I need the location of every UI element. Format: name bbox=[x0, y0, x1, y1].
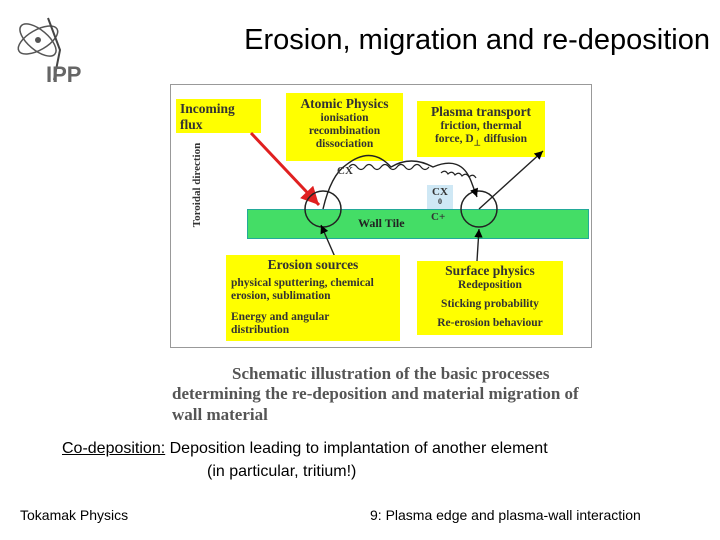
erosion-site-2 bbox=[460, 190, 498, 228]
wall-tile: Wall Tile bbox=[247, 209, 589, 239]
erosion-line-1: physical sputtering, chemical bbox=[231, 277, 374, 289]
atomic-physics-box: Atomic Physics ionisation recombination … bbox=[286, 93, 403, 161]
migration-path bbox=[322, 154, 478, 210]
helix-path bbox=[348, 163, 430, 171]
logo-text: IPP bbox=[46, 62, 81, 87]
erosion-line-2: erosion, sublimation bbox=[231, 289, 331, 302]
schematic-diagram: Incoming flux Atomic Physics ionisation … bbox=[170, 84, 592, 348]
codeposition-text-1: Deposition leading to implantation of an… bbox=[165, 440, 548, 457]
diagram-caption: Schematic illustration of the basic proc… bbox=[172, 364, 590, 425]
wall-tile-label: Wall Tile bbox=[358, 216, 405, 230]
c-plus-label: C+ bbox=[431, 211, 446, 223]
erosion-source-arrow bbox=[320, 224, 336, 258]
process-arrows bbox=[249, 131, 544, 262]
helix-path-2 bbox=[440, 170, 477, 179]
footer-left: Tokamak Physics bbox=[20, 507, 129, 523]
incoming-flux-box: Incoming flux bbox=[176, 99, 261, 133]
codeposition-keyword: Co-deposition: bbox=[62, 440, 166, 457]
plasma-line-2: force, D⊥ diffusion bbox=[434, 132, 528, 148]
incoming-arrow bbox=[249, 131, 321, 207]
ipp-logo: IPP bbox=[17, 17, 81, 87]
erosion-sources-box: Erosion sources physical sputtering, che… bbox=[226, 255, 400, 341]
footer-right: 9: Plasma edge and plasma-wall interacti… bbox=[370, 507, 641, 523]
erosion-line-3: Energy and angular bbox=[231, 310, 330, 323]
surface-line-3: Re-erosion behaviour bbox=[437, 316, 543, 329]
plasma-line-1: friction, thermal bbox=[440, 120, 522, 132]
codeposition-note: Co-deposition: Deposition leading to imp… bbox=[62, 437, 548, 483]
erosion-sources-title: Erosion sources bbox=[267, 257, 359, 272]
incoming-flux-label: Incoming flux bbox=[180, 101, 235, 132]
plasma-transport-box: Plasma transport friction, thermal force… bbox=[417, 101, 545, 157]
atomic-line-ionisation: ionisation bbox=[320, 112, 369, 124]
atomic-line-recombination: recombination bbox=[308, 124, 381, 137]
slide-title: Erosion, migration and re-deposition bbox=[244, 24, 710, 56]
atomic-line-dissociation: dissociation bbox=[315, 137, 374, 150]
surface-line-2: Sticking probability bbox=[441, 297, 539, 310]
caption-line-2: determining the re-deposition and materi… bbox=[172, 384, 579, 404]
surface-physics-title: Surface physics bbox=[445, 263, 535, 278]
cx-box: CX 0 bbox=[427, 185, 453, 209]
surface-physics-box: Surface physics Redeposition Sticking pr… bbox=[417, 261, 563, 335]
atomic-physics-title: Atomic Physics bbox=[300, 96, 389, 111]
codeposition-text-2: (in particular, tritium!) bbox=[207, 463, 357, 481]
plasma-transport-title: Plasma transport bbox=[430, 104, 532, 119]
erosion-line-4: distribution bbox=[231, 323, 290, 336]
surface-line-1: Redeposition bbox=[458, 279, 522, 291]
cx-label: CX bbox=[337, 165, 353, 177]
reflection-arrow bbox=[478, 150, 544, 210]
caption-line-3: wall material bbox=[172, 404, 268, 424]
caption-line-1: Schematic illustration of the basic proc… bbox=[232, 364, 550, 383]
surface-physics-arrow bbox=[474, 228, 483, 262]
